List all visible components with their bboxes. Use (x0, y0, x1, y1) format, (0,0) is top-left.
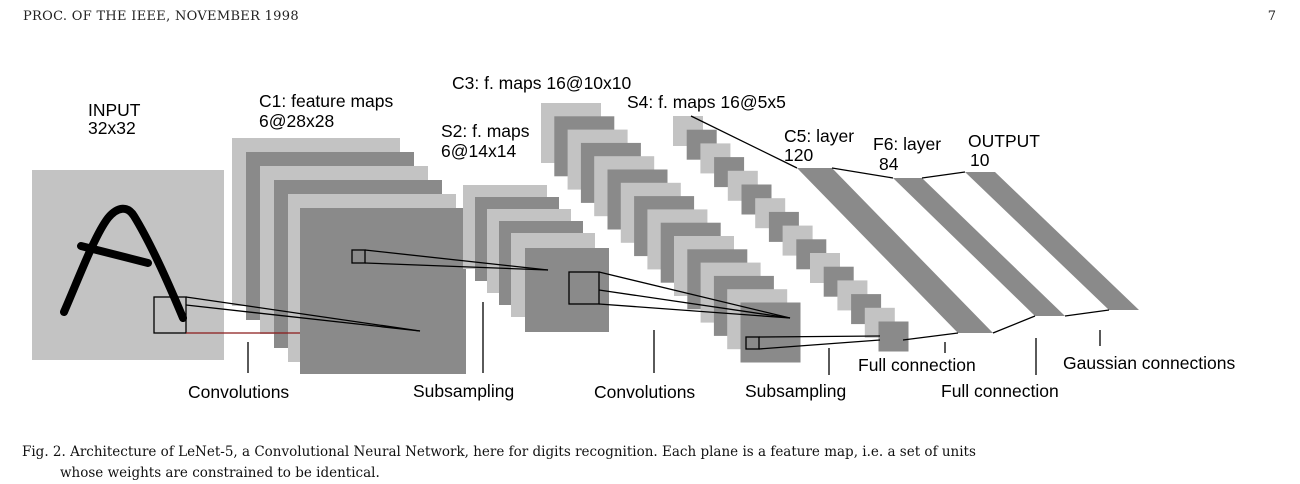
operation-tick-marks (247, 302, 1101, 375)
caption-line-1: Fig. 2. Architecture of LeNet-5, a Convo… (22, 444, 976, 460)
page-number: 7 (1267, 9, 1276, 24)
page-header: PROC. OF THE IEEE, NOVEMBER 1998 7 (0, 9, 1300, 29)
handwritten-letter-a-crossbar (77, 242, 152, 267)
conv1-label: Convolutions (188, 382, 289, 402)
figure-caption: Fig. 2. Architecture of LeNet-5, a Convo… (22, 442, 1284, 484)
sub1-label: Subsampling (413, 381, 514, 401)
f6-size-label: 84 (879, 154, 899, 174)
c5-layer-band (797, 168, 993, 333)
f6-label: F6: layer (873, 134, 941, 154)
lenet5-architecture-diagram: INPUT 32x32 C1: feature maps 6@28x28 S2:… (32, 73, 1235, 402)
s2-feature-maps (463, 185, 609, 332)
sub2-label: Subsampling (745, 381, 846, 401)
output-layer-band (965, 172, 1139, 310)
s4-feature-maps (673, 116, 909, 352)
c1-size-label: 6@28x28 (259, 111, 334, 131)
full-connection-lines (690, 115, 1110, 341)
output-size-label: 10 (970, 150, 990, 170)
journal-header: PROC. OF THE IEEE, NOVEMBER 1998 (23, 9, 299, 24)
c1-label: C1: feature maps (259, 91, 393, 111)
handwritten-letter-a (60, 204, 187, 322)
s4-plane (878, 321, 909, 352)
c3-feature-maps (541, 103, 801, 363)
conv2-label: Convolutions (594, 382, 695, 402)
s2-label: S2: f. maps (441, 121, 530, 141)
output-label: OUTPUT (968, 131, 1040, 151)
input-plane (32, 170, 224, 360)
receptive-field-lines (153, 249, 881, 350)
s2-size-label: 6@14x14 (441, 141, 516, 161)
c5-size-label: 120 (784, 145, 813, 165)
c5-label: C5: layer (784, 126, 854, 146)
full1-label: Full connection (858, 355, 976, 375)
c3-label: C3: f. maps 16@10x10 (452, 73, 632, 93)
f6-layer-band (893, 178, 1065, 316)
input-label: INPUT (88, 100, 141, 120)
c1-feature-maps (232, 138, 466, 374)
s4-label: S4: f. maps 16@5x5 (627, 92, 786, 112)
fully-connected-layers (797, 168, 1139, 333)
caption-line-2: whose weights are constrained to be iden… (60, 465, 380, 481)
input-size-label: 32x32 (88, 118, 136, 138)
full2-label: Full connection (941, 381, 1059, 401)
gauss-label: Gaussian connections (1063, 353, 1235, 373)
